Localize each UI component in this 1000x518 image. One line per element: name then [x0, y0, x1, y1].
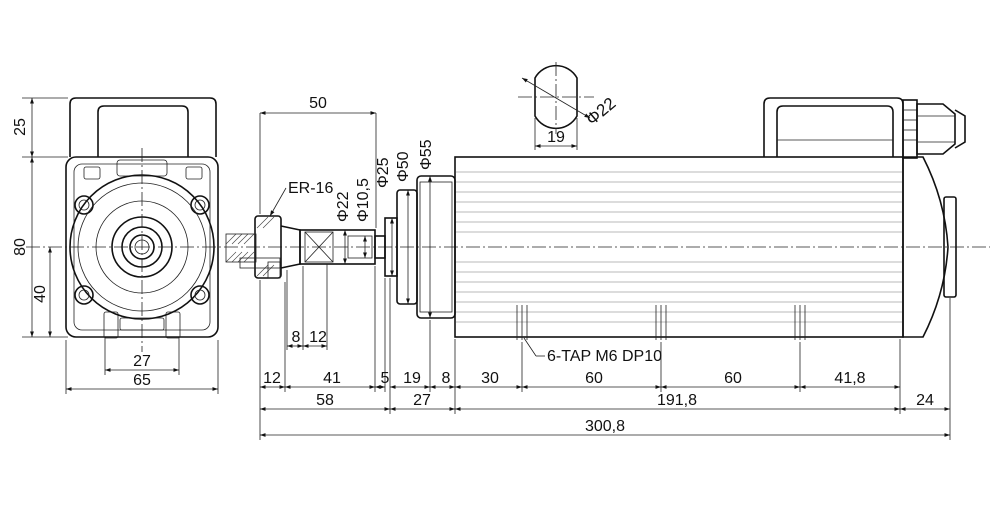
- dim-chain1-6: 60: [585, 370, 603, 387]
- dim-diameter-3: Φ50: [395, 151, 412, 182]
- dim-small-8: 8: [292, 329, 301, 346]
- collet-label: ER-16: [288, 180, 333, 197]
- shaft-flat-detail: 19 Φ22: [518, 62, 619, 150]
- front-dimensions: 25 80 40 27 65: [12, 97, 219, 394]
- dim-diameter-1: Φ10,5: [355, 178, 372, 222]
- dim-chain2-1: 27: [413, 392, 431, 409]
- dim-detail-diameter: Φ22: [582, 94, 619, 129]
- dim-chain2-2: 191,8: [657, 392, 697, 409]
- front-mount-slot: [97, 105, 189, 157]
- dim-chain1-8: 41,8: [834, 370, 865, 387]
- tap-note: 6-TAP M6 DP10: [547, 348, 662, 365]
- dim-chain1-2: 5: [381, 370, 390, 387]
- dim-diameter-2: Φ25: [375, 157, 392, 188]
- dim-front-center-height: 40: [32, 285, 49, 303]
- dim-front-slot-width: 27: [133, 353, 151, 370]
- dim-front-total-width: 65: [133, 372, 151, 389]
- dim-nose-length: 50: [309, 95, 327, 112]
- side-mount-bracket: [763, 97, 904, 157]
- end-cap: [902, 156, 949, 338]
- dim-chain1-7: 60: [724, 370, 742, 387]
- dim-small-12: 12: [309, 329, 327, 346]
- dim-chain1-4: 8: [442, 370, 451, 387]
- dim-front-total-height: 80: [12, 238, 29, 256]
- dim-chain1-0: 12: [263, 370, 281, 387]
- front-mount-bracket: [69, 97, 217, 157]
- tapped-holes: [516, 305, 806, 340]
- side-dimensions: 50 ER-16 Φ22 Φ10,5 Φ25 Φ50 Φ55 8 12 6-TA…: [259, 95, 951, 440]
- dim-diameter-0: Φ22: [335, 191, 352, 222]
- dim-chain1-1: 41: [323, 370, 341, 387]
- dim-chain1-5: 30: [481, 370, 499, 387]
- dim-diameter-4: Φ55: [418, 139, 435, 170]
- dim-overall: 300,8: [585, 418, 625, 435]
- front-bolt-holes: [74, 195, 210, 305]
- dim-chain2-3: 24: [916, 392, 934, 409]
- dim-chain2-0: 58: [316, 392, 334, 409]
- side-view: [225, 97, 966, 340]
- dim-front-top-height: 25: [12, 118, 29, 136]
- dim-detail-flat: 19: [547, 129, 565, 146]
- front-view: [26, 97, 990, 352]
- cable-gland: [902, 99, 966, 159]
- dim-chain1-3: 19: [403, 370, 421, 387]
- cooling-fins: [456, 171, 902, 323]
